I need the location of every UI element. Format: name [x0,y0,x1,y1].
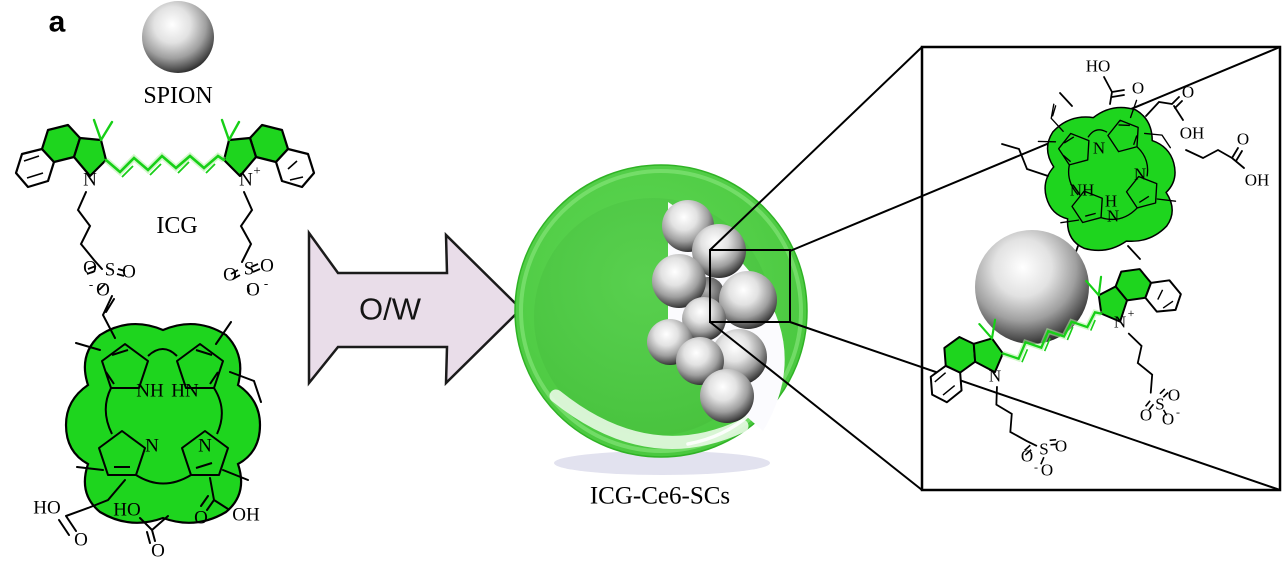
atom-label-hn: HN [171,381,199,402]
atom-label-s: S [105,260,116,281]
atom-label-o: O [1162,410,1174,429]
atom-label-o: O [122,262,136,283]
atom-label-plus: + [253,163,260,178]
atom-label-n: N [145,436,159,457]
atom-label-n: N [83,170,97,191]
atom-label-o: O [1140,406,1152,425]
atom-label-minus: - [1034,460,1038,474]
atom-label-s: S [244,259,255,280]
spion-cluster-ball [676,337,724,385]
spion-label: SPION [143,83,212,109]
atom-label-o: O [246,280,260,301]
group-label-ho: HO [1086,57,1111,76]
product-label: ICG-Ce6-SCs [590,483,730,510]
atom-label-plus: + [1128,306,1135,320]
atom-label-h: H [1105,192,1117,211]
atom-label-n: N [1134,165,1146,184]
atom-label-n: N [1114,313,1126,332]
group-label-oh: OH [1245,171,1270,190]
atom-label-o: O [1168,386,1180,405]
group-label-oh: OH [1180,124,1205,143]
atom-label-s: S [1039,440,1048,459]
nanoparticle-shadow [554,451,770,475]
icg-sulfonate-left: O S O - O [83,258,136,301]
inset-spion-sphere [975,230,1089,344]
group-label-o: O [151,541,165,562]
inset-ce6-acid-bonds [1001,76,1245,264]
group-label-o: O [1237,130,1249,149]
spion-cluster-ball [719,271,777,329]
atom-label-minus: - [264,276,268,291]
atom-label-o: O [1041,461,1053,480]
group-label-o: O [1132,79,1144,98]
callout-lines [709,46,1281,491]
inset-ce6-molecule: N N NH H N HO O O OH O OH [1001,57,1270,264]
icg-sulfonate-right: O S O O - [223,256,274,301]
spion-cluster-ball [700,369,754,423]
atom-label-o: O [1055,437,1067,456]
atom-label-nh: NH [1070,181,1095,200]
panel-label: a [49,6,66,39]
atom-label-minus: - [1176,405,1180,419]
atom-label-n: N [989,367,1001,386]
atom-label-n: N [1093,139,1105,158]
nanoparticle [514,164,808,475]
atom-label-o: O [96,280,110,301]
spion-cluster-ball [682,297,726,341]
arrow-label: O/W [359,292,422,327]
icg-molecule: N N + ICG O S O - O O S O O - [16,120,314,301]
inset-icg-sulfonate-left: O S O - O [1021,437,1067,480]
atom-label-o: O [83,258,97,279]
group-label-ho: HO [33,498,60,519]
atom-label-o: O [223,265,237,286]
spion-sphere [142,1,214,73]
ce6-acid-bonds [58,477,229,544]
atom-label-n: N [198,436,212,457]
ce6-molecule: NH HN N N HO O HO O O OH [33,294,263,562]
inset-icg-sulfonate-right: O S O O - [1140,386,1180,429]
group-label-o: O [74,530,88,551]
spion-cluster [647,200,777,423]
inset-icg-molecule: N N + O S O - O O S O O - [914,250,1221,494]
group-label-oh: OH [232,505,260,526]
icg-label: ICG [156,213,197,239]
process-arrow [307,229,523,387]
atom-label-nh: NH [136,381,164,402]
group-label-o: O [194,508,208,529]
nanoparticle-rim [519,169,803,453]
atom-label-minus: - [89,277,93,292]
atom-label-s: S [1155,395,1164,414]
atom-label-n: N [239,170,253,191]
selection-square [709,249,791,323]
atom-label-o: O [260,256,274,277]
atom-label-n: N [1107,207,1119,226]
group-label-ho: HO [113,500,140,521]
spion-cluster-ball [652,254,706,308]
atom-label-o: O [1021,447,1033,466]
nanoparticle-highlight-small [686,412,752,446]
group-label-o: O [1182,83,1194,102]
